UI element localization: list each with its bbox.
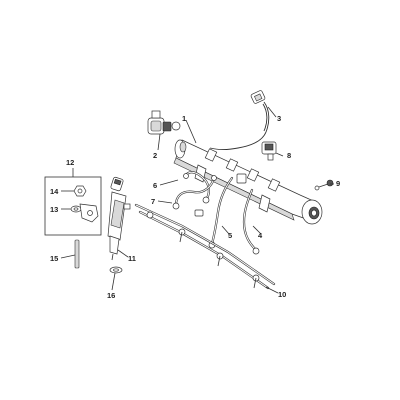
callout-12: 12 — [66, 158, 74, 167]
callout-7: 7 — [151, 197, 155, 206]
callout-5: 5 — [228, 231, 232, 240]
callout-9: 9 — [336, 179, 340, 188]
pressure-sensor — [147, 110, 181, 135]
callout-14: 14 — [50, 187, 59, 196]
callout-2: 2 — [153, 151, 157, 160]
hp-pipes — [172, 171, 260, 255]
callout-1: 1 — [182, 114, 186, 123]
fuel-rail — [173, 139, 323, 225]
stud — [74, 239, 80, 269]
bolt-9 — [314, 179, 334, 191]
callout-10: 10 — [278, 290, 286, 299]
clamp-kit-box — [44, 168, 102, 236]
injector — [107, 176, 131, 261]
leader-lines — [60, 106, 334, 294]
callout-13: 13 — [50, 205, 58, 214]
callout-labels: 1 2 3 4 5 6 7 8 9 10 11 12 13 14 15 16 — [50, 114, 340, 300]
callout-4: 4 — [258, 231, 263, 240]
callout-15: 15 — [50, 254, 58, 263]
rail-sensor-8 — [261, 141, 277, 161]
callout-16: 16 — [107, 291, 115, 300]
callout-3: 3 — [277, 114, 281, 123]
callout-6: 6 — [153, 181, 157, 190]
washer — [109, 266, 123, 274]
fuel-return-line — [134, 203, 276, 290]
callout-8: 8 — [287, 151, 291, 160]
wiring-harness-connector — [209, 90, 270, 150]
callout-11: 11 — [128, 254, 136, 263]
